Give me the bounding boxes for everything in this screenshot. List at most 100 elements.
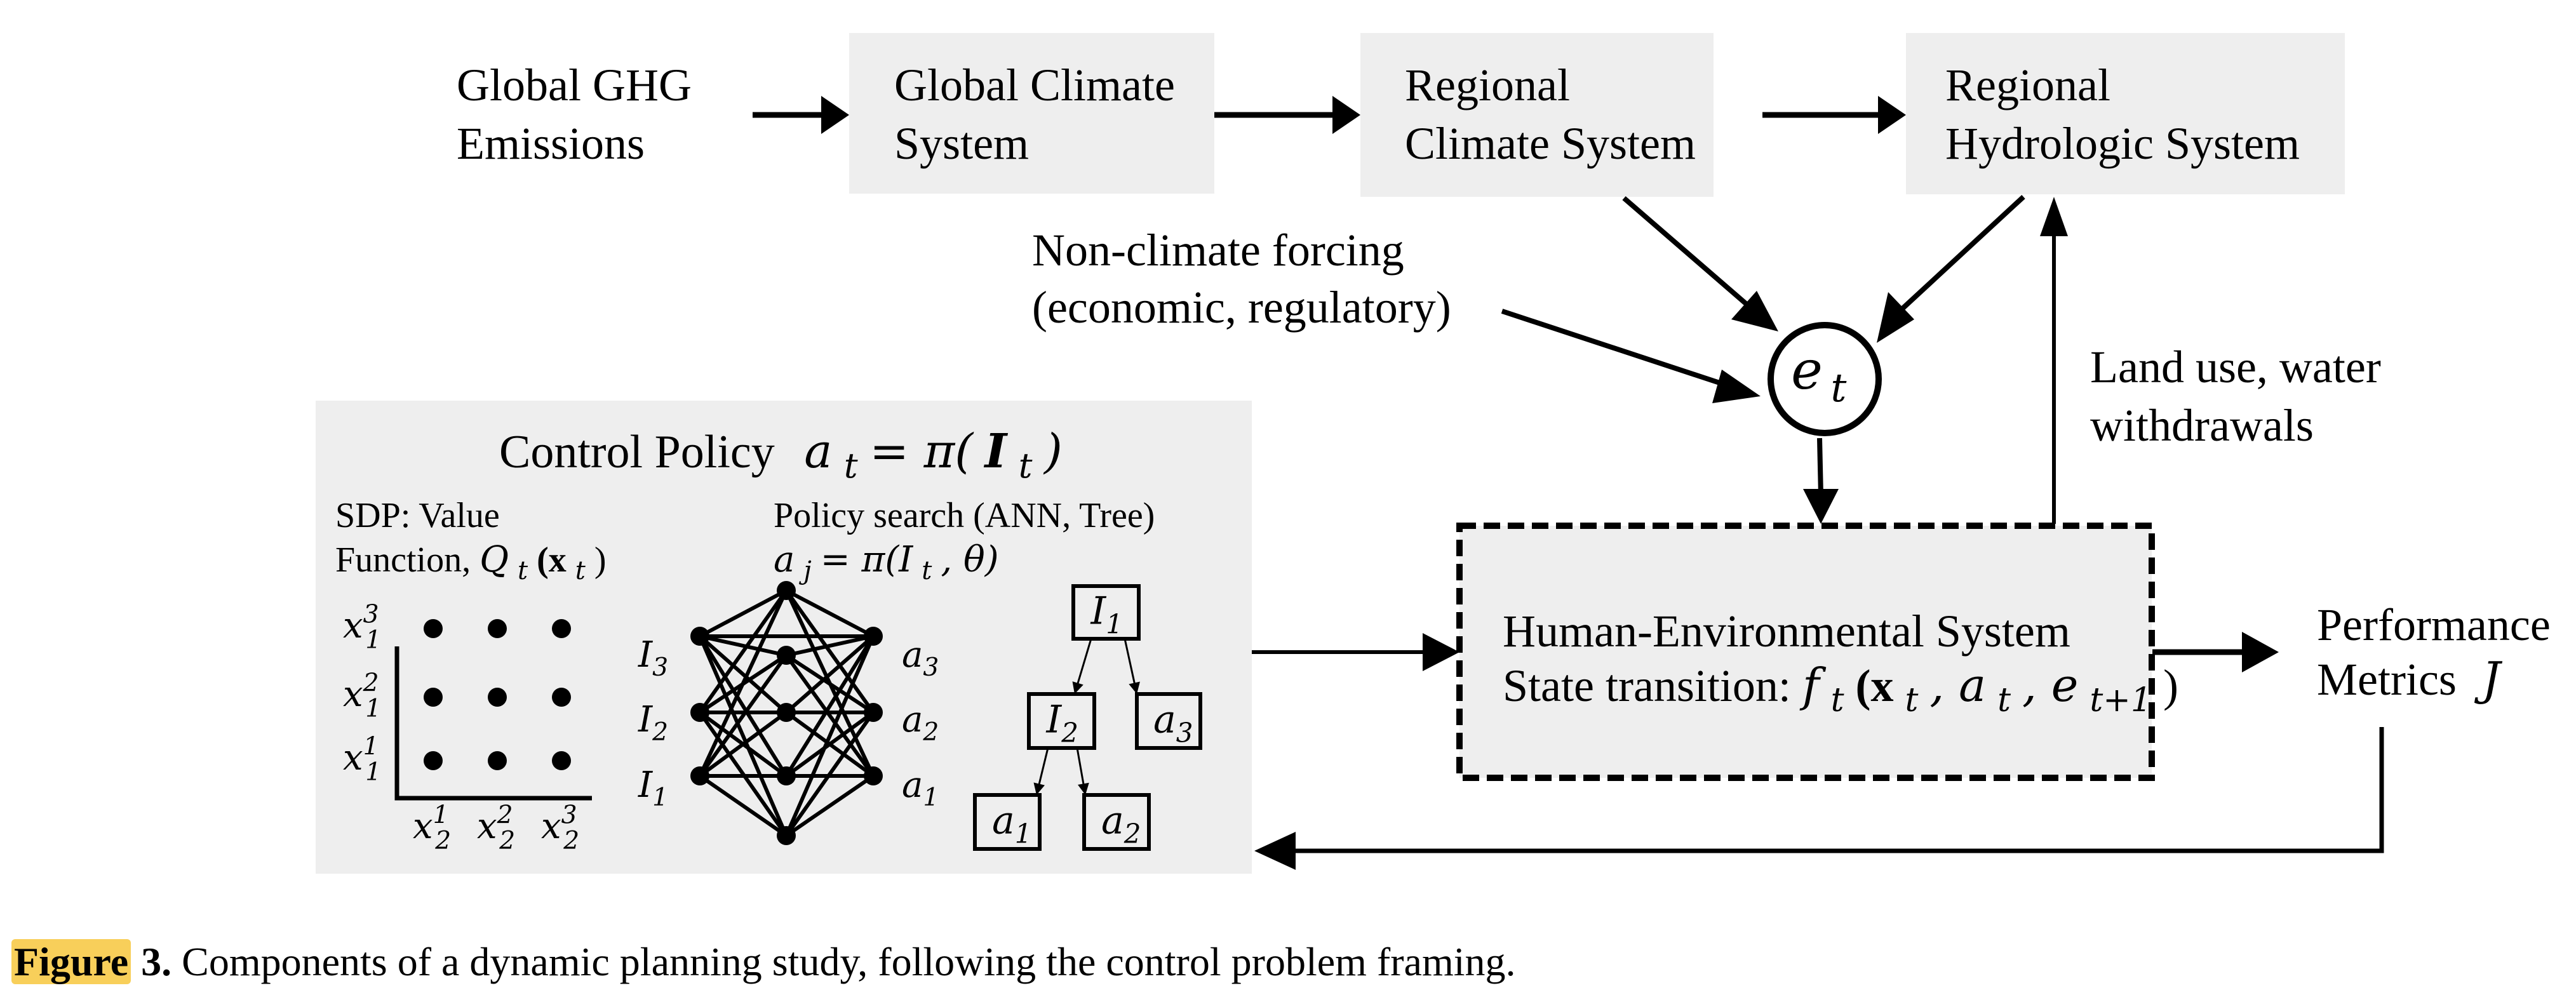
ann-network (690, 581, 883, 845)
ann-edge (785, 653, 875, 714)
ps-eq: = π(I (821, 539, 914, 580)
tree-leaf-a3-label-base: a (1153, 698, 1176, 742)
control-policy-label: Control Policy (499, 426, 775, 478)
sdp-y-label-sup: 1 (363, 732, 379, 761)
ps-a: a (774, 539, 795, 580)
ann-edge (698, 635, 788, 837)
human-env-box (1456, 523, 2155, 781)
tree-mid-label-sub: 2 (1061, 718, 1078, 749)
ps-rest: , θ) (941, 539, 998, 580)
regional-hydro-line2: Hydrologic System (1945, 118, 2300, 169)
sdp-line2: Function, Q t (x t ) (335, 539, 607, 587)
policy-search-line1: Policy search (ANN, Tree) (774, 496, 1155, 535)
tree-root-label-base: I (1090, 589, 1107, 634)
sdp-x: (x (537, 540, 567, 580)
sdp-x-label-base: x (541, 806, 561, 847)
sdp-x-label-sub: 2 (499, 827, 515, 855)
ann-edge (698, 654, 788, 777)
tree-leaf-a1-label: a1 (992, 799, 1032, 850)
sdp-y-label-sub: 1 (365, 695, 381, 723)
arrow-human-env-to-hydro (2040, 197, 2068, 524)
ann-edge (699, 634, 788, 714)
ann-input-label-sub: 1 (652, 784, 668, 812)
sdp-grid-point (552, 619, 571, 638)
ann-input-label: I1 (638, 764, 668, 812)
ann-output-label-sub: 3 (923, 653, 939, 682)
tree-leaf-a3-box (1135, 692, 1202, 750)
cp-I-sub: t (1019, 446, 1033, 486)
ann-node (777, 703, 796, 722)
figure-caption: Figure 3. Components of a dynamic planni… (11, 938, 1516, 985)
ann-output-label-sub: 1 (923, 784, 939, 812)
ann-input-label: I2 (638, 699, 668, 747)
node-global-climate-system: Global Climate System (849, 33, 1214, 194)
tree-arrowhead (1072, 681, 1083, 694)
sdp-grid-point (424, 688, 443, 707)
performance-line1: Performance (2317, 599, 2551, 650)
ann-output-label-sub: 2 (922, 718, 939, 747)
global-climate-line2: System (894, 118, 1029, 169)
cp-I: I (984, 424, 1009, 479)
global-climate-box (849, 33, 1214, 194)
performance-j: J (2474, 652, 2503, 705)
tree-leaf-a1-box (973, 793, 1042, 851)
formula-f-sub: t (1831, 681, 1844, 719)
human-env-line1: Human-Environmental System (1503, 606, 2070, 657)
ann-node (864, 627, 883, 646)
tree-mid-label: I2 (1046, 698, 1078, 749)
ann-edge (785, 774, 875, 838)
ann-node (690, 627, 709, 646)
ghg-line2: Emissions (457, 118, 645, 169)
ann-edge (699, 774, 788, 838)
arrow-regional-climate-to-hydro (1762, 96, 1906, 134)
ann-edge (699, 589, 788, 638)
tree-leaf-a3-label-sub: 3 (1176, 718, 1193, 749)
cp-close: ) (1043, 424, 1063, 479)
regional-climate-box (1360, 33, 1714, 197)
sdp-dots (424, 619, 571, 770)
ann-edge (785, 711, 875, 778)
ann-node (777, 646, 796, 665)
tree-root: I1 (1071, 584, 1141, 641)
arrow-et-to-human-env (1803, 437, 1839, 524)
ann-edge (786, 634, 874, 657)
sdp-grid-point (488, 619, 507, 638)
regional-climate-line1: Regional (1405, 60, 1570, 110)
ann-edge (698, 635, 788, 777)
ann-input-label-base: I (638, 699, 654, 740)
tree-root-box (1071, 584, 1141, 641)
formula-a: , a (1929, 658, 1986, 712)
ann-edge (699, 634, 787, 657)
ann-edge (698, 589, 788, 777)
arrow-non-climate-to-et (1501, 309, 1761, 403)
arrow-human-env-to-performance (2152, 632, 2279, 672)
tree-root-label: I1 (1090, 589, 1123, 640)
tree-leaf-a2-label-base: a (1101, 799, 1124, 843)
et-base: e (1791, 339, 1823, 401)
sdp-y-label-base: x (343, 605, 363, 646)
tree-arrowhead (1033, 782, 1045, 795)
sdp-x-sub: t (575, 556, 586, 585)
land-use-line1: Land use, water (2090, 342, 2381, 392)
tree-root-label-sub: 1 (1106, 609, 1123, 640)
tree-mid: I2 (1027, 692, 1096, 750)
ann-output-label: a3 (902, 634, 939, 682)
sdp-grid-point (488, 688, 507, 707)
ann-edge (698, 589, 788, 714)
sdp-y-label-sub: 1 (365, 758, 381, 787)
sdp-y-label-sup: 3 (363, 600, 379, 629)
cp-a: a (804, 424, 832, 479)
formula-e: , e (2022, 658, 2078, 712)
tree-leaf-a1-label-base: a (992, 799, 1015, 843)
node-regional-hydrologic-system: Regional Hydrologic System (1906, 33, 2345, 194)
arrow-control-policy-to-human-env (1252, 633, 1459, 671)
